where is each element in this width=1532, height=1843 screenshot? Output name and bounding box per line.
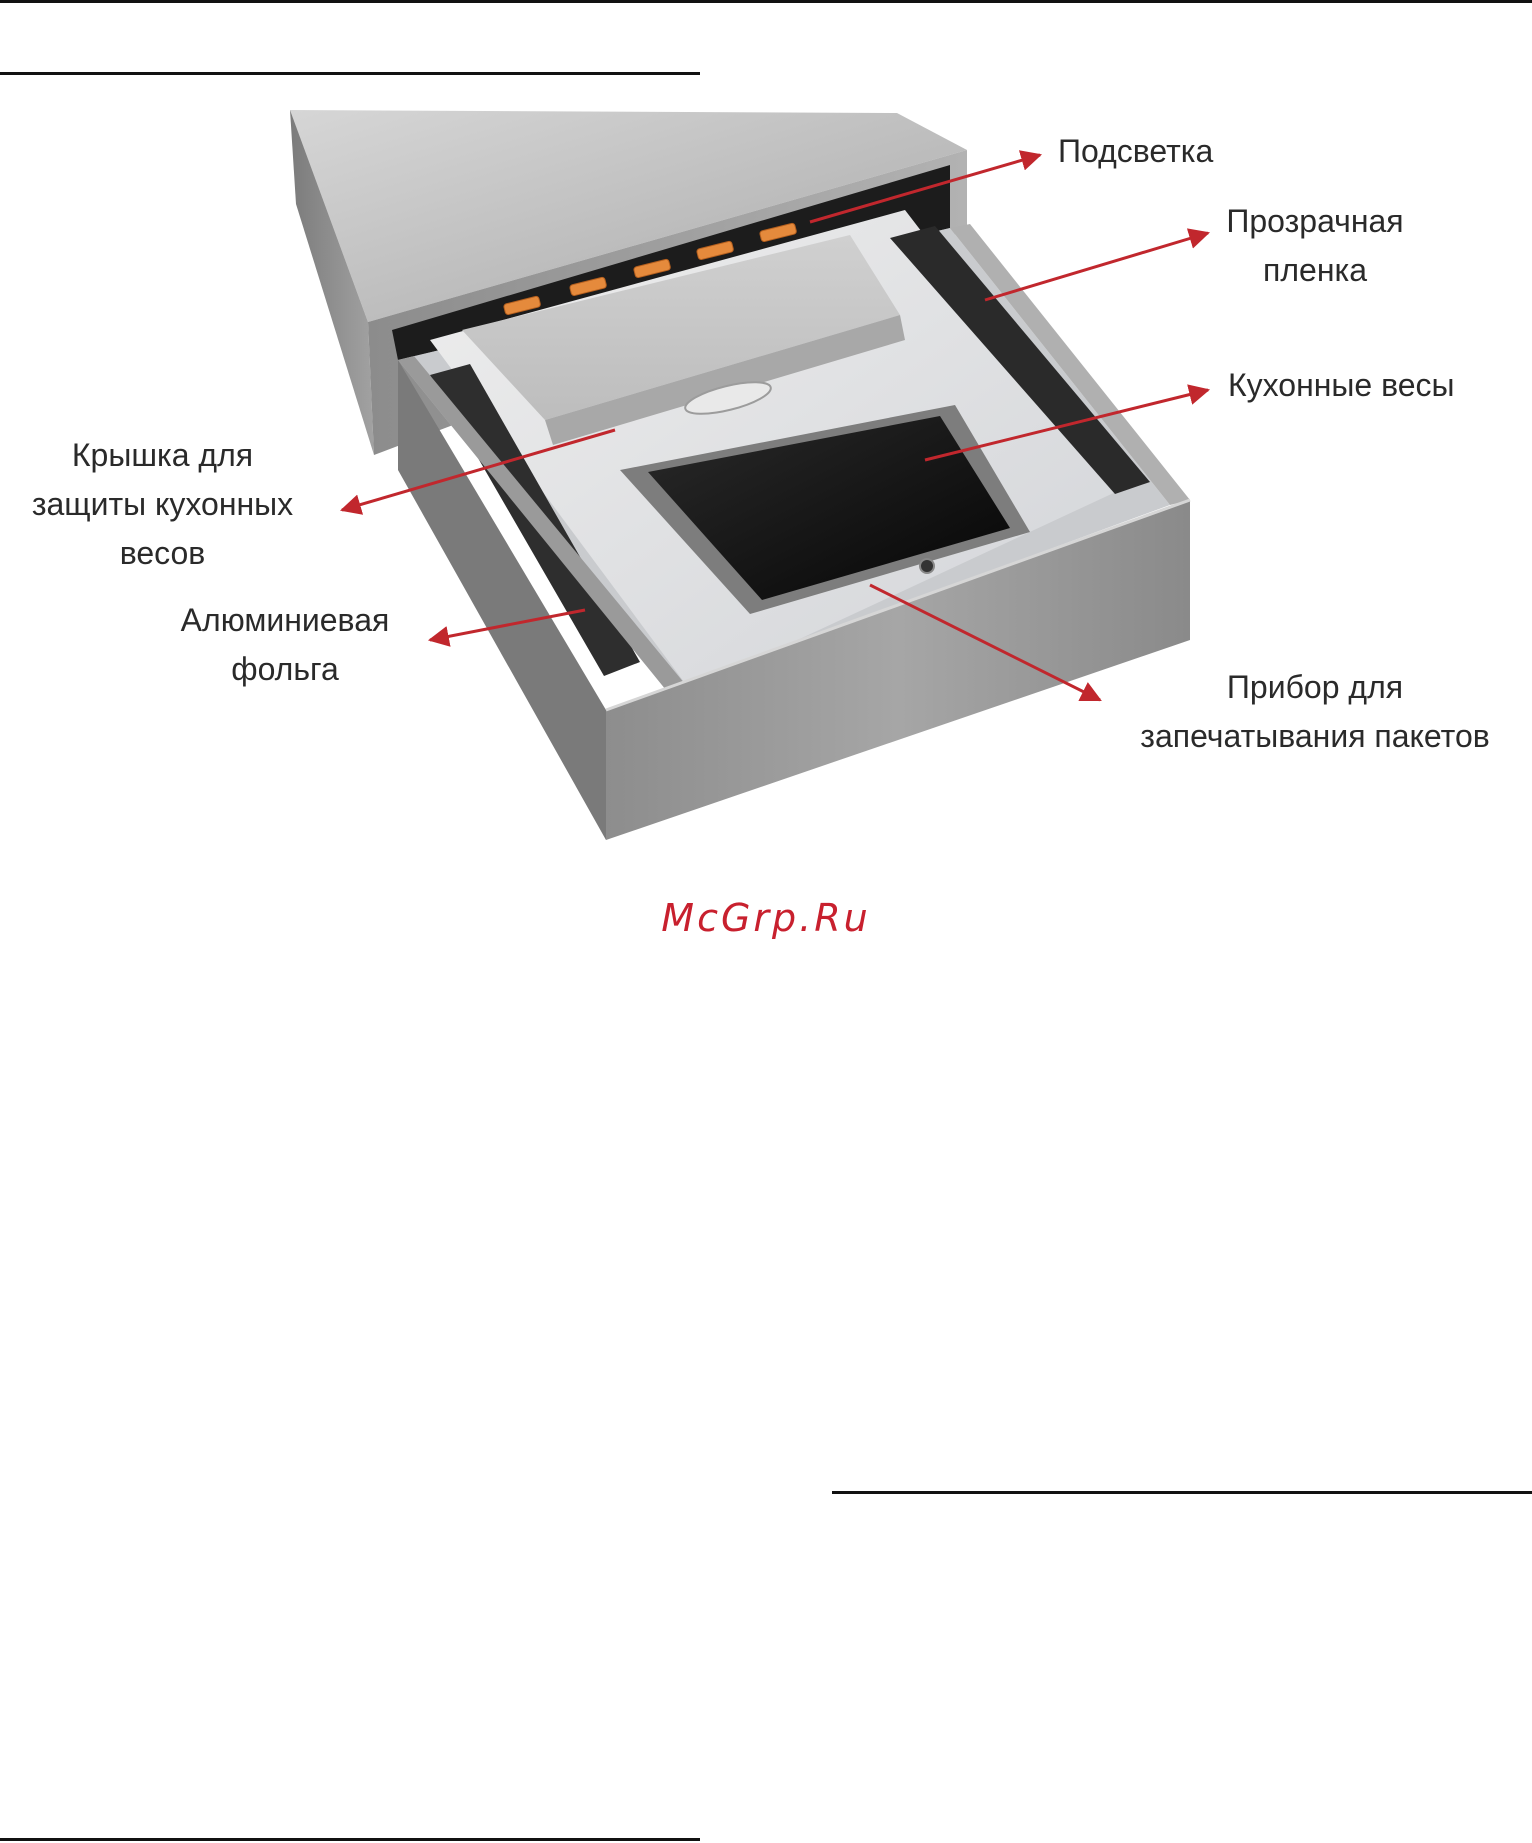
arrow-film <box>985 233 1208 300</box>
section-rule-bottom-left <box>0 1838 700 1841</box>
label-scales-cover: Крышка для защиты кухонных весов <box>0 431 325 578</box>
label-aluminum-foil: Алюминиевая фольга <box>150 596 420 694</box>
section-rule-mid-right <box>832 1491 1532 1494</box>
label-bag-sealer: Прибор для запечатывания пакетов <box>1105 663 1525 761</box>
sealer-button <box>920 559 934 573</box>
label-transparent-film: Прозрачная пленка <box>1205 197 1425 295</box>
label-kitchen-scales: Кухонные весы <box>1228 361 1455 410</box>
label-backlight: Подсветка <box>1058 127 1213 176</box>
watermark: McGrp.Ru <box>0 896 1532 940</box>
